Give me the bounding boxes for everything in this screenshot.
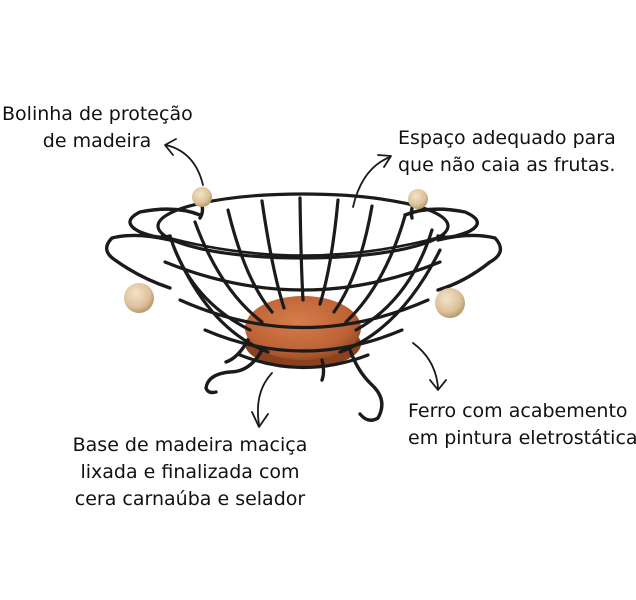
label-wooden-base: Base de madeira maciça lixada e finaliza… bbox=[70, 432, 310, 513]
label-wooden-base-line3: cera carnaúba e selador bbox=[74, 488, 306, 510]
basket-handles bbox=[105, 198, 503, 292]
label-wooden-base-line1: Base de madeira maciça bbox=[72, 434, 308, 456]
label-iron-finish-line2: em pintura eletrostática bbox=[408, 427, 636, 449]
basket-feet bbox=[204, 338, 384, 422]
arrow-iron bbox=[412, 342, 439, 389]
arrow-ball bbox=[165, 144, 204, 186]
arrow-base bbox=[257, 372, 273, 426]
label-wooden-ball-line2: de madeira bbox=[42, 130, 152, 152]
arrow-space bbox=[352, 156, 391, 208]
label-iron-finish: Ferro com acabemento em pintura eletrost… bbox=[408, 398, 636, 452]
wooden-ball-right-side bbox=[435, 288, 465, 318]
label-fruit-space-line2: que não caia as frutas. bbox=[398, 154, 616, 176]
annotation-arrows bbox=[164, 138, 447, 428]
label-fruit-space: Espaço adequado para que não caia as fru… bbox=[398, 125, 616, 179]
label-wooden-ball: Bolinha de proteção de madeira bbox=[2, 101, 193, 155]
label-fruit-space-line1: Espaço adequado para bbox=[398, 127, 616, 149]
label-iron-finish-line1: Ferro com acabemento bbox=[408, 400, 628, 422]
wooden-ball-left-top bbox=[192, 187, 212, 207]
wooden-ball-left-side bbox=[124, 283, 154, 313]
wooden-balls bbox=[124, 187, 465, 318]
label-wooden-base-line2: lixada e finalizada com bbox=[80, 461, 300, 483]
basket-wire-frame bbox=[156, 192, 450, 370]
wooden-ball-right-top bbox=[408, 189, 428, 209]
wooden-base bbox=[245, 296, 361, 368]
label-wooden-ball-line1: Bolinha de proteção bbox=[2, 103, 193, 125]
